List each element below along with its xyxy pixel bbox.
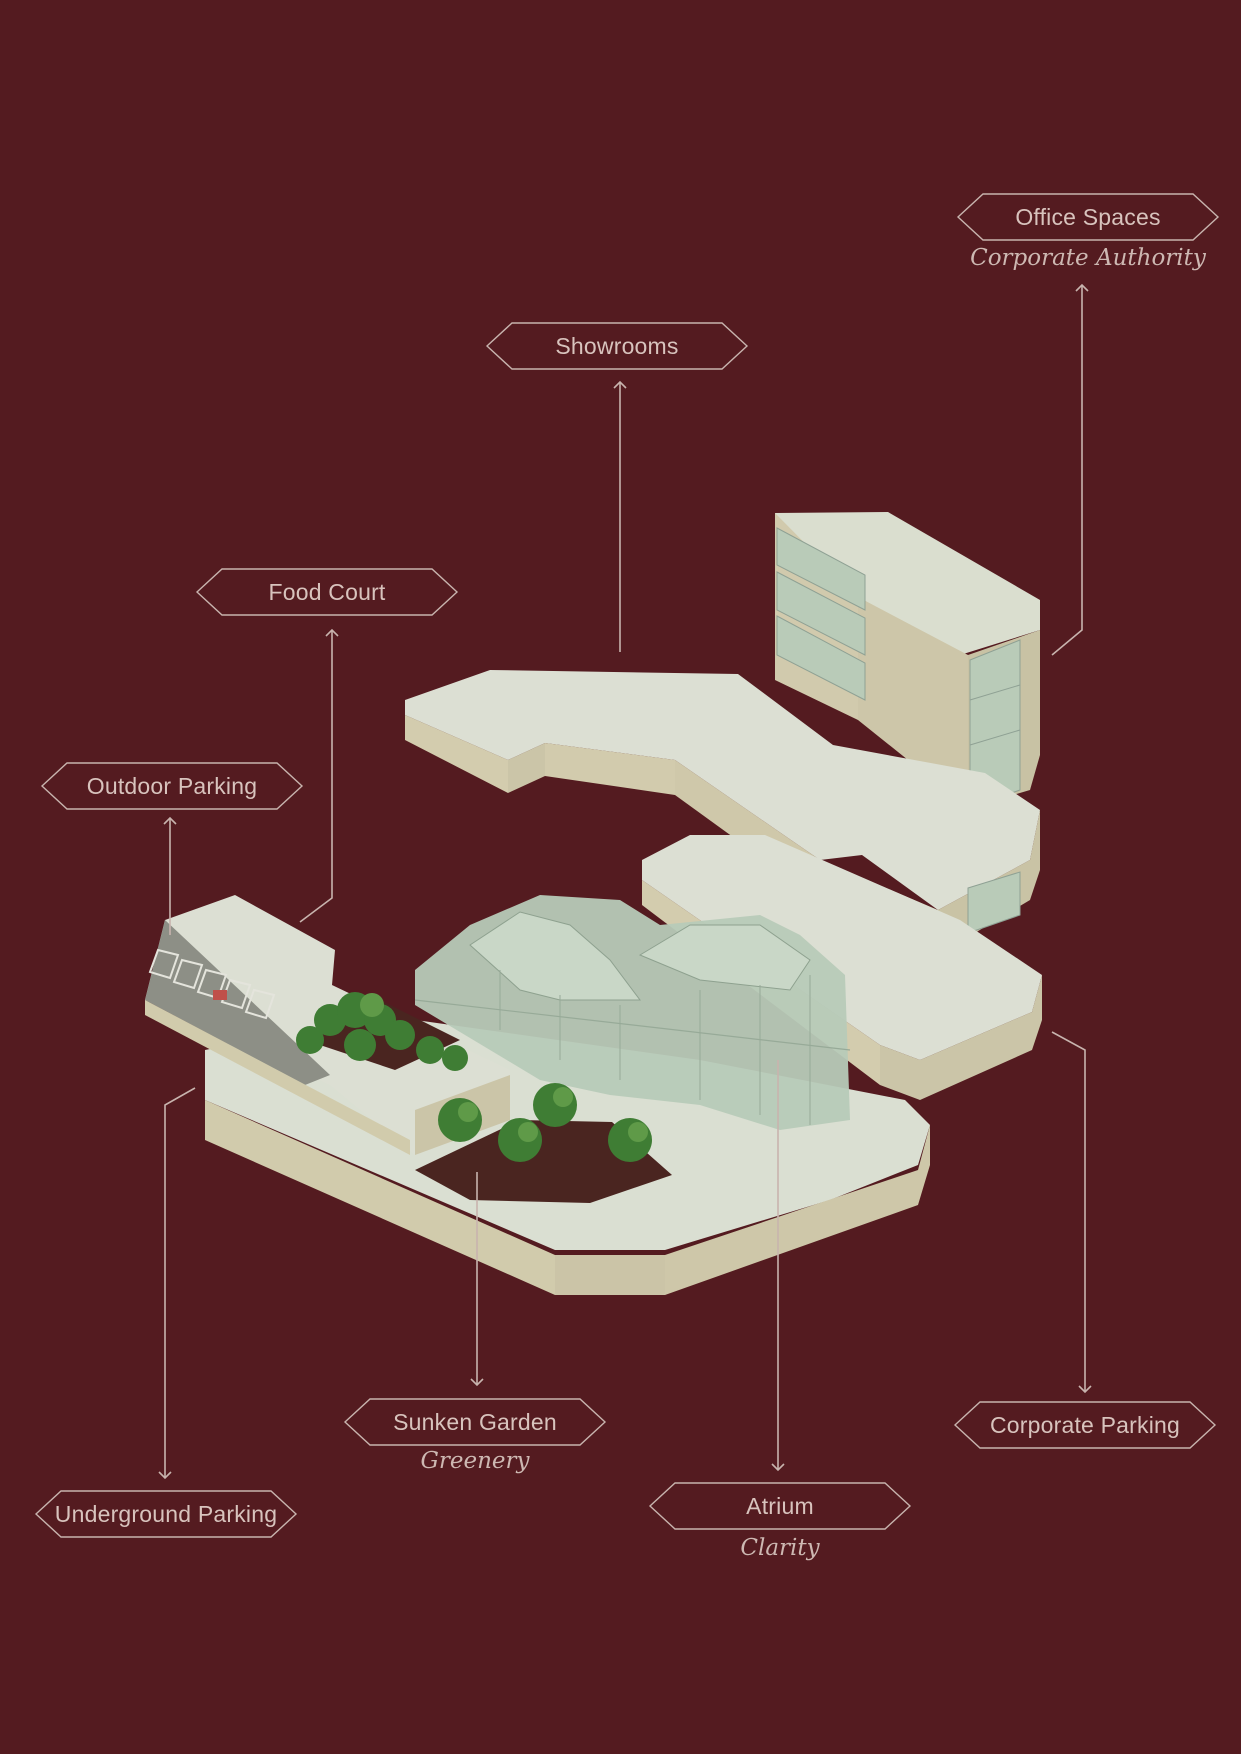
leader-underground-parking — [158, 1087, 196, 1480]
leader-office-spaces — [1051, 283, 1089, 656]
underground-parking-title: Underground Parking — [54, 1500, 278, 1527]
office-spaces-title: Office Spaces — [1015, 203, 1161, 230]
atrium-glass — [414, 895, 851, 1130]
atrium-label: Atrium — [648, 1482, 912, 1530]
leader-corporate-parking — [1051, 1031, 1092, 1394]
office-spaces-label: Office Spaces — [956, 193, 1220, 241]
showrooms-label: Showrooms — [485, 322, 749, 370]
sunken-garden-title: Sunken Garden — [393, 1408, 557, 1435]
food-court-title: Food Court — [268, 578, 386, 605]
corporate-parking-label: Corporate Parking — [953, 1401, 1217, 1449]
sunken-garden-subtitle: Greenery — [420, 1448, 530, 1474]
leader-food-court — [299, 628, 339, 923]
sunken-garden-label: Sunken Garden — [343, 1398, 607, 1446]
underground-parking-label: Underground Parking — [34, 1490, 298, 1538]
outdoor-parking-label: Outdoor Parking — [40, 762, 304, 810]
office-tower — [775, 512, 1040, 809]
atrium-title: Atrium — [746, 1492, 814, 1519]
corporate-parking-title: Corporate Parking — [989, 1411, 1181, 1438]
atrium-subtitle: Clarity — [740, 1535, 820, 1561]
outdoor-parking-title: Outdoor Parking — [86, 772, 258, 799]
food-court-label: Food Court — [195, 568, 459, 616]
showrooms-title: Showrooms — [555, 332, 679, 359]
leader-lines — [158, 283, 1092, 1480]
office-spaces-subtitle: Corporate Authority — [970, 245, 1206, 271]
trees — [296, 992, 652, 1162]
